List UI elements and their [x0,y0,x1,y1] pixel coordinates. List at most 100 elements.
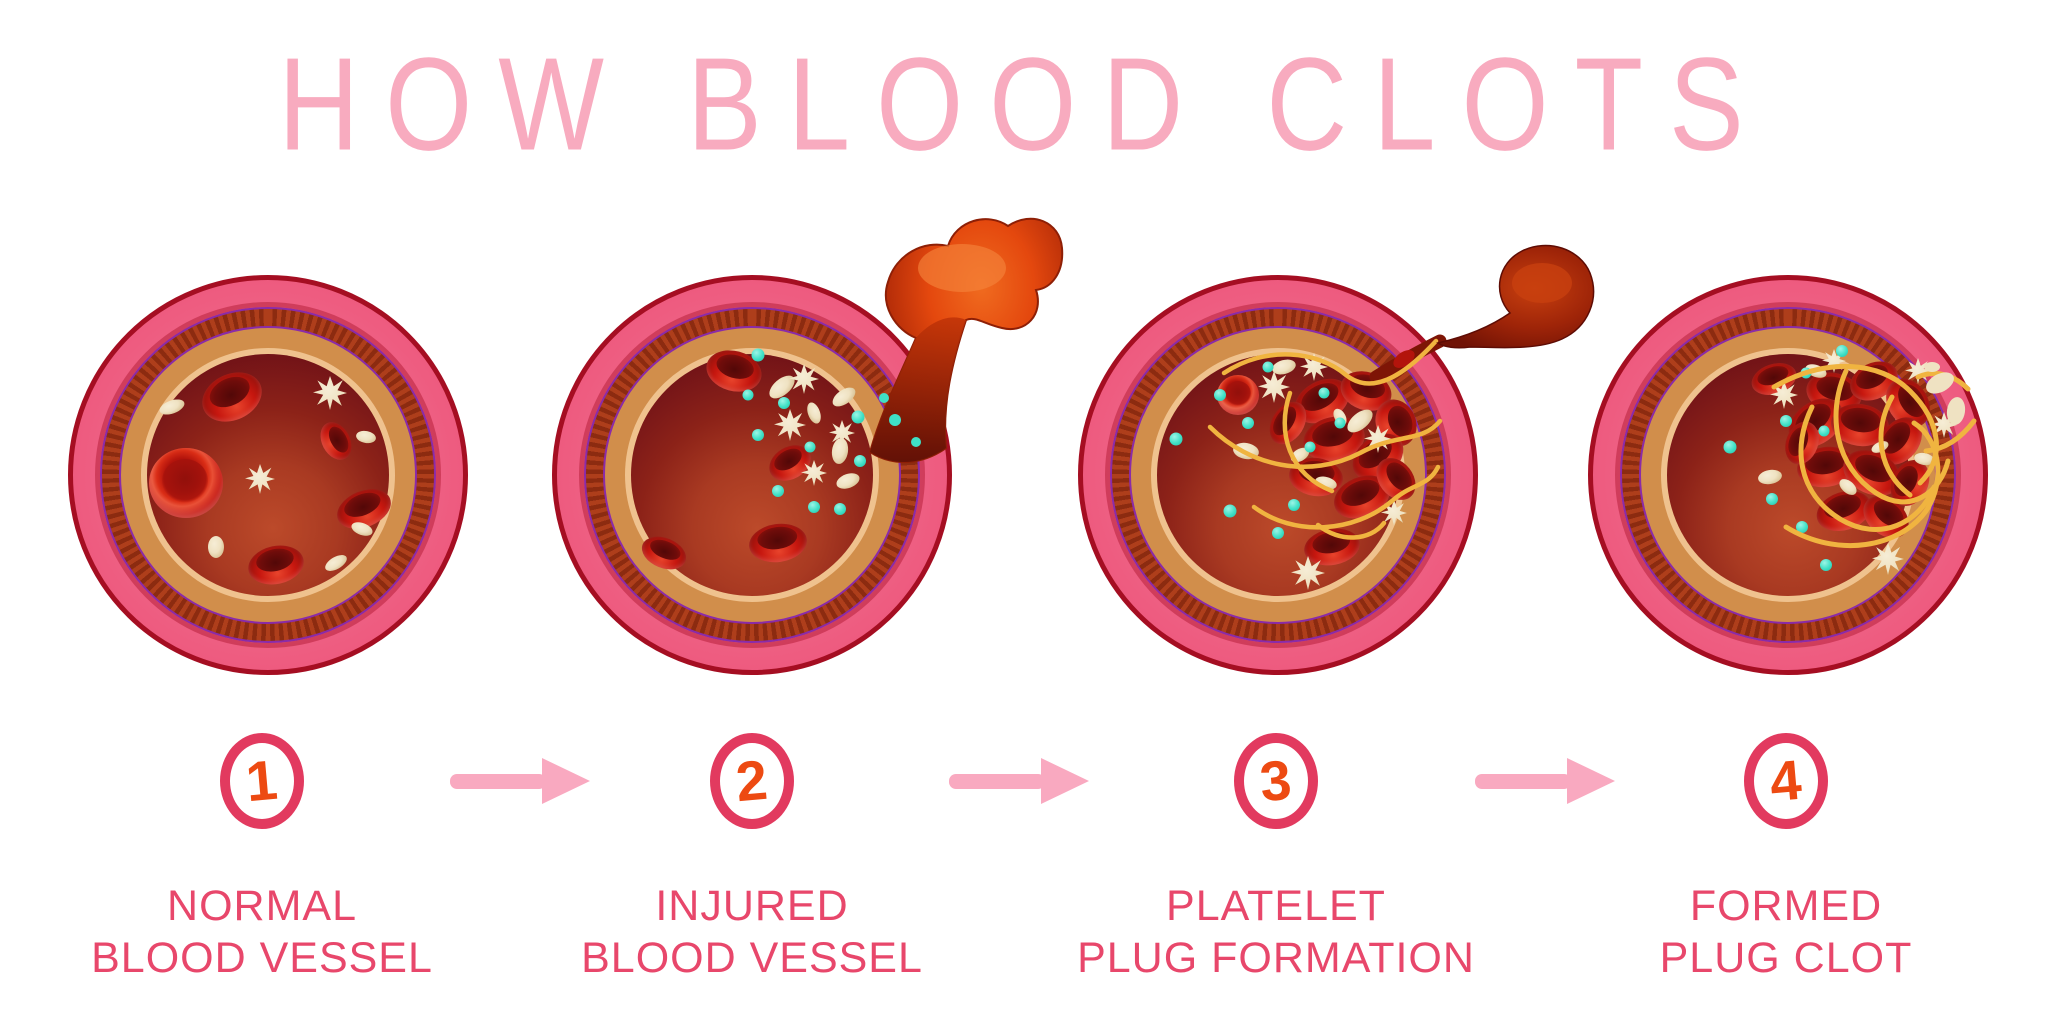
clotting-factor-dot [752,429,764,441]
clotting-factor-dot [1820,559,1832,571]
arrow-step3-to-step4 [1475,758,1615,804]
fibrin-strand [1221,338,1439,386]
platelet-seal [1924,362,1940,372]
red-blood-cell-concavity [204,370,255,413]
droplet-blob [1436,244,1595,349]
step-4-number: 4 [1767,747,1805,814]
fibrin-strand [1798,404,1937,532]
step-3-label-line2: PLUG FORMATION [1077,934,1475,982]
clotting-factor-dot [772,485,784,497]
step-2-label-line2: BLOOD VESSEL [581,934,923,982]
blood-spurt-illustration [868,217,1064,463]
platelet [355,429,377,445]
clotting-factor-dot [1796,521,1808,533]
arrow-head-icon [1041,758,1089,804]
activated-platelet [313,376,347,410]
fibrin-strand [1282,390,1335,494]
step-4-badge: 4 [1744,733,1828,829]
clotting-factor-dot [1318,387,1330,399]
clotting-factor-dot [851,410,865,424]
fibrin-strand [1923,418,1977,454]
fibrin-strand [1833,368,1951,505]
clotting-factor-dot [834,503,846,515]
fibrin-strand [1315,520,1387,540]
step-4-label: FORMED PLUG CLOT [1546,880,2026,984]
arrow-shaft [949,774,1045,789]
clotting-factor-dot [1836,345,1848,357]
spurt-highlight [918,244,1006,292]
red-blood-cell [244,540,308,590]
red-blood-cell [1217,375,1259,415]
clotting-factor-dot [854,455,866,467]
platelet-seal [1946,397,1966,425]
clotting-factor-dot [1766,493,1778,505]
fibrin-strand [1771,363,1939,486]
clotting-factor-dot [1334,417,1346,429]
clotting-factor-dot [1780,415,1792,427]
red-blood-cell-concavity [325,423,353,456]
step-2-label-line1: INJURED [655,882,849,930]
formed-plug-clot [1588,275,1988,675]
red-blood-cell-concavity [770,444,806,476]
red-blood-cell [637,530,691,576]
fibrin-strand [1207,418,1443,470]
step-3-label-line1: PLATELET [1166,882,1386,930]
clotting-factor-dot [742,389,754,401]
step-1-badge: 1 [220,733,304,829]
step-1-label: NORMAL BLOOD VESSEL [22,880,502,984]
red-blood-cell [149,448,223,518]
blood-cells [1588,275,1988,675]
step-1-label-line1: NORMAL [167,882,357,930]
arrow-step1-to-step2 [450,758,590,804]
clotting-factor-dot [778,397,790,409]
platelet [157,396,187,418]
clotting-factor-dot [804,441,816,453]
activated-platelet [774,409,806,441]
step-1-label-line2: BLOOD VESSEL [91,934,433,982]
step-4-label-line1: FORMED [1689,882,1883,930]
arrow-head-icon [542,758,590,804]
platelet-seal [1926,372,1954,394]
arrow-shaft [1475,774,1571,789]
red-blood-cell [314,416,358,466]
clotting-factor-dot [1223,504,1237,518]
clotting-factor-dot [1272,527,1284,539]
clotting-factor-dot [1723,440,1737,454]
arrow-shaft [450,774,546,789]
blood-droplet-illustration [1436,244,1595,349]
platelet [322,551,350,575]
step-2-label: INJURED BLOOD VESSEL [512,880,992,984]
clotting-factor-dot [1214,389,1226,401]
blood-cells [68,275,468,675]
fibrin-strand [1251,464,1441,530]
clotting-factor-dot [808,501,820,513]
step-2-number: 2 [733,747,771,814]
clotting-factor-dot [1288,499,1300,511]
clotting-factor-dot [911,437,921,447]
red-blood-cell-concavity [713,350,757,383]
red-blood-cell-concavity [254,545,296,576]
clotting-factor-dot [879,393,889,403]
step-1-number: 1 [243,747,281,814]
arrow-head-icon [1567,758,1615,804]
activated-platelet [245,464,275,494]
clotting-factor-dot [1242,417,1254,429]
red-blood-cell-concavity [340,488,384,522]
step-4-label-line2: PLUG CLOT [1659,934,1913,982]
normal-blood-vessel [68,275,468,675]
step-3-label: PLATELET PLUG FORMATION [1036,880,1516,984]
clotting-factor-dot [1169,432,1183,446]
fibrin-threads-step3 [1207,334,1447,540]
injured-blood-vessel [552,275,952,675]
fibrin-strand [1878,394,1913,498]
clotting-factor-dot [1818,425,1830,437]
clotting-factor-dot [1262,361,1274,373]
arrow-step2-to-step3 [949,758,1089,804]
red-blood-cell [746,520,810,566]
clotting-factor-dot [751,348,765,362]
red-blood-cell-concavity [756,524,799,553]
step-2-badge: 2 [710,733,794,829]
red-blood-cell-concavity [647,535,684,564]
step-3-badge: 3 [1234,733,1318,829]
